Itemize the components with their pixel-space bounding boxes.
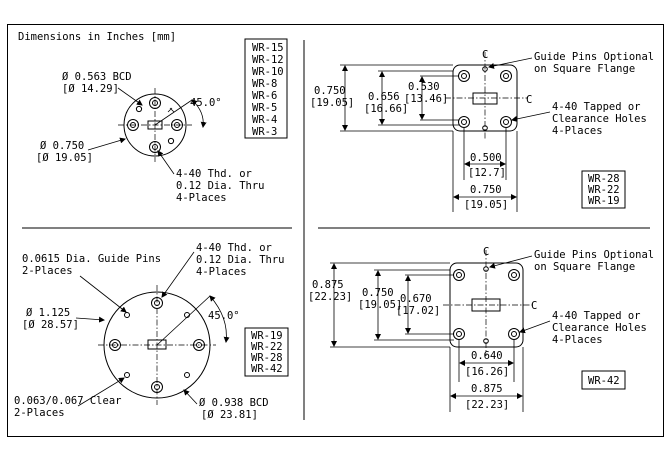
q4-centerline-mark: C xyxy=(531,300,537,312)
q1-model: WR-3 xyxy=(252,126,277,138)
q1-waveguide-aperture xyxy=(147,120,163,130)
q3-guide-note: 0.0615 Dia. Guide Pins xyxy=(22,253,161,265)
q2-centerline-mark: C xyxy=(482,49,488,61)
q1-bcd-label: Ø 0.563 BCD xyxy=(62,71,132,83)
q1-model: WR-5 xyxy=(252,102,277,114)
q1-model: WR-12 xyxy=(252,54,284,66)
q2-h3-mm-label: [13.46] xyxy=(404,93,448,105)
q3-model: WR-19 xyxy=(251,330,283,342)
q3-bcd-label: Ø 0.938 BCD xyxy=(199,397,269,409)
q3-model: WR-28 xyxy=(251,352,283,364)
q3-thd-note: 4-40 Thd. or xyxy=(196,242,272,254)
q4-h2-label: 0.750 xyxy=(362,287,394,299)
q4-h1-mm-label: [22.23] xyxy=(308,291,352,303)
q2-bolt-holes xyxy=(458,70,512,128)
q2-holes-note: 4-Places xyxy=(552,125,603,137)
q2-h2-mm-label: [16.66] xyxy=(364,103,408,115)
q1-model-list: WR-15 WR-12 WR-10 WR-8 WR-6 WR-5 WR-4 WR… xyxy=(252,42,284,138)
q4-h3-mm-label: [17.02] xyxy=(396,305,440,317)
q3-angle-label: 45.0° xyxy=(208,310,240,322)
q4-centerline-mark: C xyxy=(483,246,489,258)
q1-model: WR-4 xyxy=(252,114,277,126)
q2-square-flange: C C Guide Pins Optional on Square Flange… xyxy=(310,49,654,212)
q4-holes-note: 4-40 Tapped or xyxy=(552,310,641,322)
q1-bolt-holes xyxy=(127,97,183,153)
q3-clear-note: 0.063/0.067 Clear xyxy=(14,395,121,407)
q4-flange-outline xyxy=(449,262,524,348)
q2-model: WR-22 xyxy=(588,184,620,196)
q4-w1-mm-label: [16.26] xyxy=(465,366,509,378)
q2-model: WR-19 xyxy=(588,195,620,207)
q1-hole-note: 4-40 Thd. or xyxy=(176,168,252,180)
q1-model: WR-6 xyxy=(252,90,277,102)
q1-model: WR-10 xyxy=(252,66,284,78)
q4-holes-note: Clearance Holes xyxy=(552,322,647,334)
q3-bcd-mm-label: [Ø 23.81] xyxy=(201,409,258,421)
units-label: Dimensions in Inches [mm] xyxy=(18,31,176,43)
q4-pins-note: Guide Pins Optional xyxy=(534,249,654,261)
q2-waveguide-aperture xyxy=(472,92,498,105)
q1-bcd-mm-label: [Ø 14.29] xyxy=(62,83,119,95)
q2-h1-label: 0.750 xyxy=(314,85,346,97)
q4-model: WR-42 xyxy=(588,375,620,387)
q3-thd-note: 0.12 Dia. Thru xyxy=(196,254,285,266)
q2-w1-label: 0.500 xyxy=(470,152,502,164)
q1-model: WR-15 xyxy=(252,42,284,54)
q1-model: WR-8 xyxy=(252,78,277,90)
q4-h3-label: 0.670 xyxy=(400,293,432,305)
q1-angle-label: 45.0° xyxy=(190,97,222,109)
drawing-border xyxy=(7,24,664,437)
q4-waveguide-aperture xyxy=(471,298,501,312)
q4-bolt-holes xyxy=(453,269,520,340)
q3-round-flange: 45.0° 0.0615 Dia. Guide Pins 2-Places 4-… xyxy=(14,242,289,421)
q3-model: WR-42 xyxy=(251,363,283,375)
q4-w2-mm-label: [22.23] xyxy=(465,399,509,411)
q2-pins-note: on Square Flange xyxy=(534,63,635,75)
q3-waveguide-aperture xyxy=(147,339,167,350)
q1-hole-note: 0.12 Dia. Thru xyxy=(176,180,265,192)
q1-hole-note: 4-Places xyxy=(176,192,227,204)
q2-pins-note: Guide Pins Optional xyxy=(534,51,654,63)
q2-holes-note: 4-40 Tapped or xyxy=(552,101,641,113)
q2-h3-label: 0.530 xyxy=(408,81,440,93)
q4-model-box xyxy=(581,370,626,390)
q2-w2-label: 0.750 xyxy=(470,184,502,196)
q1-round-flange: WR-15 WR-12 WR-10 WR-8 WR-6 WR-5 WR-4 WR… xyxy=(36,38,288,204)
q3-guide-note: 2-Places xyxy=(22,265,73,277)
q2-holes-note: Clearance Holes xyxy=(552,113,647,125)
q1-dia-mm-label: [Ø 19.05] xyxy=(36,152,93,164)
q4-w2-label: 0.875 xyxy=(471,383,503,395)
q3-dia-mm-label: [Ø 28.57] xyxy=(22,319,79,331)
q4-pins-note: on Square Flange xyxy=(534,261,635,273)
q3-clear-note: 2-Places xyxy=(14,407,65,419)
q2-h2-label: 0.656 xyxy=(368,91,400,103)
q4-square-flange: C C Guide Pins Optional on Square Flange… xyxy=(308,246,654,412)
q3-model-box xyxy=(244,327,289,377)
q4-holes-note: 4-Places xyxy=(552,334,603,346)
q4-h2-mm-label: [19.05] xyxy=(358,299,402,311)
q2-w2-mm-label: [19.05] xyxy=(464,199,508,211)
q2-model: WR-28 xyxy=(588,173,620,185)
q2-h1-mm-label: [19.05] xyxy=(310,97,354,109)
q3-bolt-holes xyxy=(109,297,205,393)
q2-w1-mm-label: [12.7] xyxy=(468,167,506,179)
q3-thd-note: 4-Places xyxy=(196,266,247,278)
q1-model-box xyxy=(244,38,288,139)
q1-dia-label: Ø 0.750 xyxy=(40,140,84,152)
q4-w1-label: 0.640 xyxy=(471,350,503,362)
q4-h1-label: 0.875 xyxy=(312,279,344,291)
q2-centerline-mark: C xyxy=(526,94,532,106)
q3-model: WR-22 xyxy=(251,341,283,353)
q2-model-box xyxy=(581,170,626,209)
q3-dia-label: Ø 1.125 xyxy=(26,307,70,319)
